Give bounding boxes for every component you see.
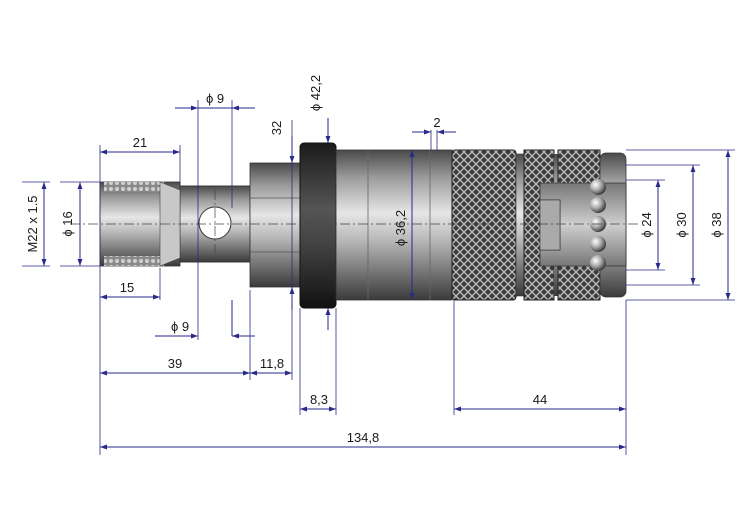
label-44: 44 [533,392,547,407]
label-d24: ϕ 24 [639,212,654,237]
lock-ball [590,236,606,252]
label-hole9-bottom: ϕ 9 [171,319,189,334]
label-hole9-top: ϕ 9 [206,91,224,106]
label-hex32: 32 [269,121,284,135]
lock-ball [590,255,606,271]
label-11-8: 11,8 [260,356,284,371]
lock-ball [590,197,606,213]
label-8-3: 8,3 [310,392,328,407]
label-d36: ϕ 36,2 [393,210,408,246]
hex-nut [249,162,301,288]
label-39: 39 [168,356,182,371]
label-d38: ϕ 38 [709,212,724,237]
label-d30: ϕ 30 [674,212,689,237]
label-d42: ϕ 42,2 [308,75,323,111]
label-15: 15 [120,280,134,295]
label-thread: M22 x 1.5 [25,195,40,252]
lock-ball [590,179,606,195]
main-body [335,149,453,301]
label-gap2: 2 [433,115,440,130]
label-total: 134,8 [347,430,380,445]
label-21: 21 [133,135,147,150]
coupling-body [99,142,627,309]
knurled-sleeve-1 [451,149,517,301]
label-d16: ϕ 16 [60,211,75,236]
dimensions: 21 15 ϕ 9 ϕ 9 39 11,8 8,3 44 134,8 2 32 … [22,75,735,455]
black-ring [299,142,337,309]
